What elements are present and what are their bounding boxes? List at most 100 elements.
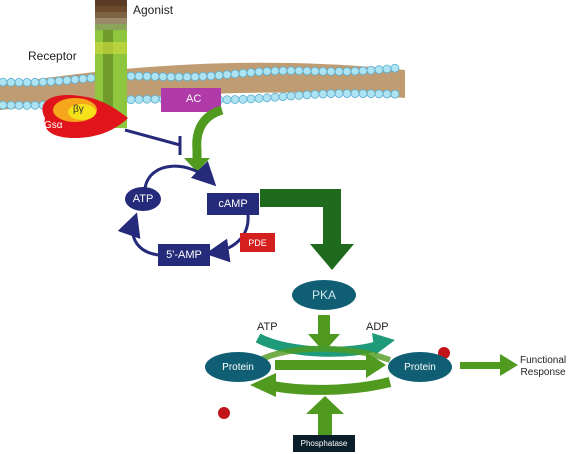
membrane-bead (190, 72, 200, 82)
membrane-bead (166, 72, 176, 82)
g-protein-complex (42, 94, 129, 138)
membrane-bead (382, 89, 392, 99)
membrane-bead (22, 78, 32, 87)
membrane-bead (262, 66, 272, 76)
membrane-bead (38, 77, 48, 87)
adp-pka-label: ADP (366, 321, 389, 333)
atp-node: ATP (125, 187, 161, 211)
membrane-bead (270, 92, 280, 102)
pka-node: PKA (292, 280, 356, 310)
membrane-bead (78, 74, 88, 84)
membrane-bead (246, 68, 256, 77)
membrane-bead (310, 89, 320, 99)
membrane-bead (390, 89, 400, 99)
pka-node-label: PKA (311, 288, 336, 302)
membrane-bead (294, 91, 304, 100)
membrane-bead (238, 68, 248, 78)
dephosphorylation-arrow (250, 373, 392, 397)
phosphatase-up-arrow (306, 396, 344, 436)
pka-down-arrow (308, 315, 340, 352)
membrane-bead (382, 64, 392, 74)
membrane-bead (278, 92, 288, 101)
phosphate-dot-free (218, 407, 230, 419)
membrane-bead (374, 89, 384, 99)
g-alpha-label: Gsα (44, 120, 63, 131)
atp-pka-label: ATP (257, 321, 278, 333)
membrane-bead (158, 72, 168, 82)
atp-node-label: ATP (132, 193, 154, 205)
membrane-top-beads (0, 63, 400, 87)
membrane-bead (366, 89, 376, 99)
membrane-bead (310, 66, 320, 76)
protein-unphosphorylated: Protein (205, 352, 271, 382)
membrane-bead (206, 71, 216, 81)
adenylyl-cyclase (161, 88, 221, 112)
membrane-bead (350, 89, 360, 98)
membrane-bead (334, 89, 344, 98)
membrane-bead (254, 94, 264, 103)
membrane-bead (270, 66, 280, 76)
phosphorylation-arrow (258, 345, 392, 378)
membrane-bead (262, 93, 272, 103)
membrane-bead (390, 63, 400, 73)
membrane-bead (358, 66, 368, 76)
membrane-bead (326, 89, 336, 99)
membrane-bead (86, 73, 96, 83)
membrane-bead (326, 67, 336, 76)
pde-node-label: PDE (248, 237, 267, 248)
membrane-bead (222, 95, 232, 105)
membrane-bead (150, 94, 160, 104)
amp5-node-label: 5'-AMP (166, 249, 202, 261)
membrane-bead (70, 75, 80, 84)
protein-left-label: Protein (222, 361, 254, 373)
membrane-bead (342, 89, 352, 98)
membrane-bead (126, 95, 136, 105)
ac-to-camp-arrow (184, 105, 224, 172)
membrane-bead (0, 77, 8, 87)
membrane-bead (350, 66, 360, 76)
phosphatase-node: Phosphatase (293, 435, 355, 452)
membrane-bead (246, 94, 256, 104)
membrane-bead (46, 77, 56, 86)
membrane-bead (230, 69, 240, 79)
camp-cycle-arrows (117, 160, 250, 263)
membrane-bead (222, 70, 232, 80)
membrane-bead (318, 67, 328, 76)
membrane-bead (366, 65, 376, 75)
functional-response-label: Functional Response (520, 355, 567, 378)
membrane-bead (182, 72, 192, 82)
amp5-node: 5'-AMP (158, 244, 210, 266)
membrane-bead (142, 94, 152, 104)
membrane-bead (6, 77, 16, 87)
membrane-bead (62, 76, 72, 85)
ac-label: AC (186, 93, 202, 105)
membrane-bead (0, 100, 8, 110)
membrane-bead (342, 67, 352, 76)
membrane-bead (134, 95, 144, 104)
membrane-bead (230, 95, 240, 104)
membrane-bead (374, 65, 384, 75)
membrane-bead (22, 101, 32, 110)
membrane-bead (6, 100, 16, 110)
camp-node: cAMP (207, 193, 259, 215)
membrane-bead (198, 72, 208, 81)
membrane-bead (334, 67, 344, 76)
membrane-bead (174, 72, 184, 82)
membrane-bead (30, 77, 40, 87)
membrane-bead (238, 94, 248, 104)
membrane-bead (318, 89, 328, 99)
protein-right-label: Protein (404, 361, 436, 373)
membrane-bead (294, 66, 304, 76)
membrane-bead (286, 66, 296, 76)
membrane-bead (254, 67, 264, 77)
response-arrow (460, 354, 518, 376)
camp-to-pka-arrow (260, 189, 354, 270)
membrane-bead (30, 100, 40, 110)
agonist-label: Agonist (133, 3, 174, 17)
membrane-bead (14, 100, 24, 110)
camp-node-label: cAMP (218, 198, 248, 210)
membrane-bead (286, 91, 296, 101)
membrane-bead (358, 89, 368, 98)
phosphatase-node-label: Phosphatase (300, 439, 348, 448)
